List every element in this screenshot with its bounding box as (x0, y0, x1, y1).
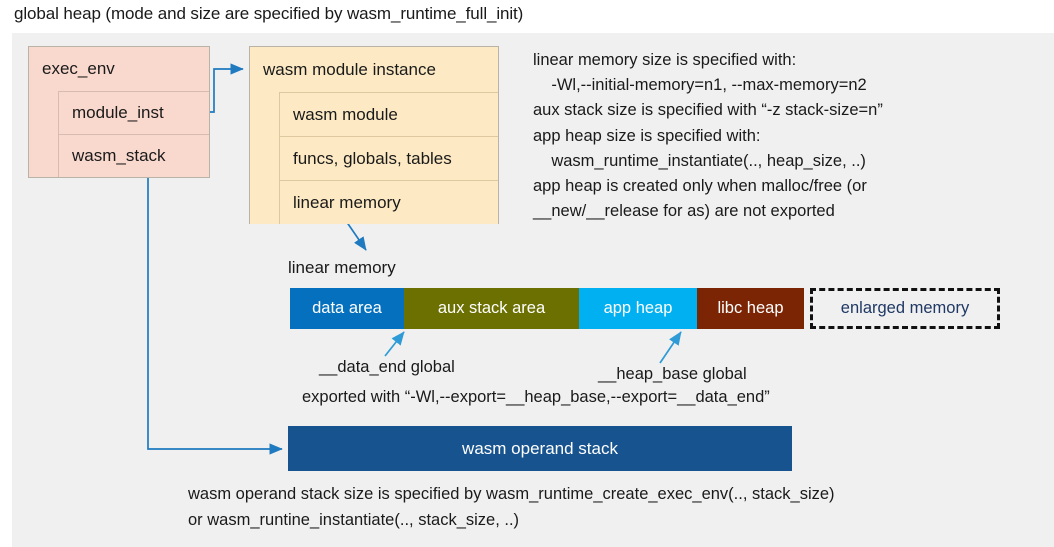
exec-env-field-module-inst: module_inst (29, 91, 209, 134)
annotation-data-end: __data_end global (319, 358, 455, 376)
wasm-operand-stack-bar: wasm operand stack (288, 426, 792, 471)
field-label: wasm module (279, 92, 498, 136)
operand-stack-notes: wasm operand stack size is specified by … (188, 485, 835, 529)
indent-spacer (250, 92, 279, 136)
field-label: module_inst (58, 91, 209, 134)
exec-env-header: exec_env (29, 47, 209, 91)
indent-spacer (29, 134, 58, 177)
wasm-instance-field-linear-memory: linear memory (250, 180, 498, 224)
page-title: global heap (mode and size are specified… (14, 4, 524, 23)
memory-segment-libc-heap: libc heap (697, 288, 804, 329)
wasm-instance-header: wasm module instance (250, 47, 498, 92)
field-label: wasm_stack (58, 134, 209, 177)
field-label: funcs, globals, tables (279, 136, 498, 180)
memory-segment-data-area: data area (290, 288, 404, 329)
memory-segment-app-heap: app heap (579, 288, 697, 329)
annotation-exported-with: exported with “-Wl,--export=__heap_base,… (302, 388, 770, 406)
linear-memory-notes: linear memory size is specified with: -W… (533, 51, 883, 221)
linear-memory-bar: data area aux stack area app heap libc h… (290, 288, 1000, 329)
indent-spacer (250, 136, 279, 180)
memory-segment-aux-stack-area: aux stack area (404, 288, 579, 329)
indent-spacer (250, 180, 279, 224)
field-label: linear memory (279, 180, 498, 224)
wasm-module-instance-box: wasm module instance wasm module funcs, … (249, 46, 499, 224)
exec-env-box: exec_env module_inst wasm_stack (28, 46, 210, 178)
linear-memory-label: linear memory (288, 258, 396, 277)
memory-segment-enlarged-memory: enlarged memory (810, 288, 1000, 329)
wasm-instance-field-module: wasm module (250, 92, 498, 136)
exec-env-field-wasm-stack: wasm_stack (29, 134, 209, 177)
wasm-instance-field-funcs: funcs, globals, tables (250, 136, 498, 180)
annotation-heap-base: __heap_base global (598, 365, 747, 383)
indent-spacer (29, 91, 58, 134)
